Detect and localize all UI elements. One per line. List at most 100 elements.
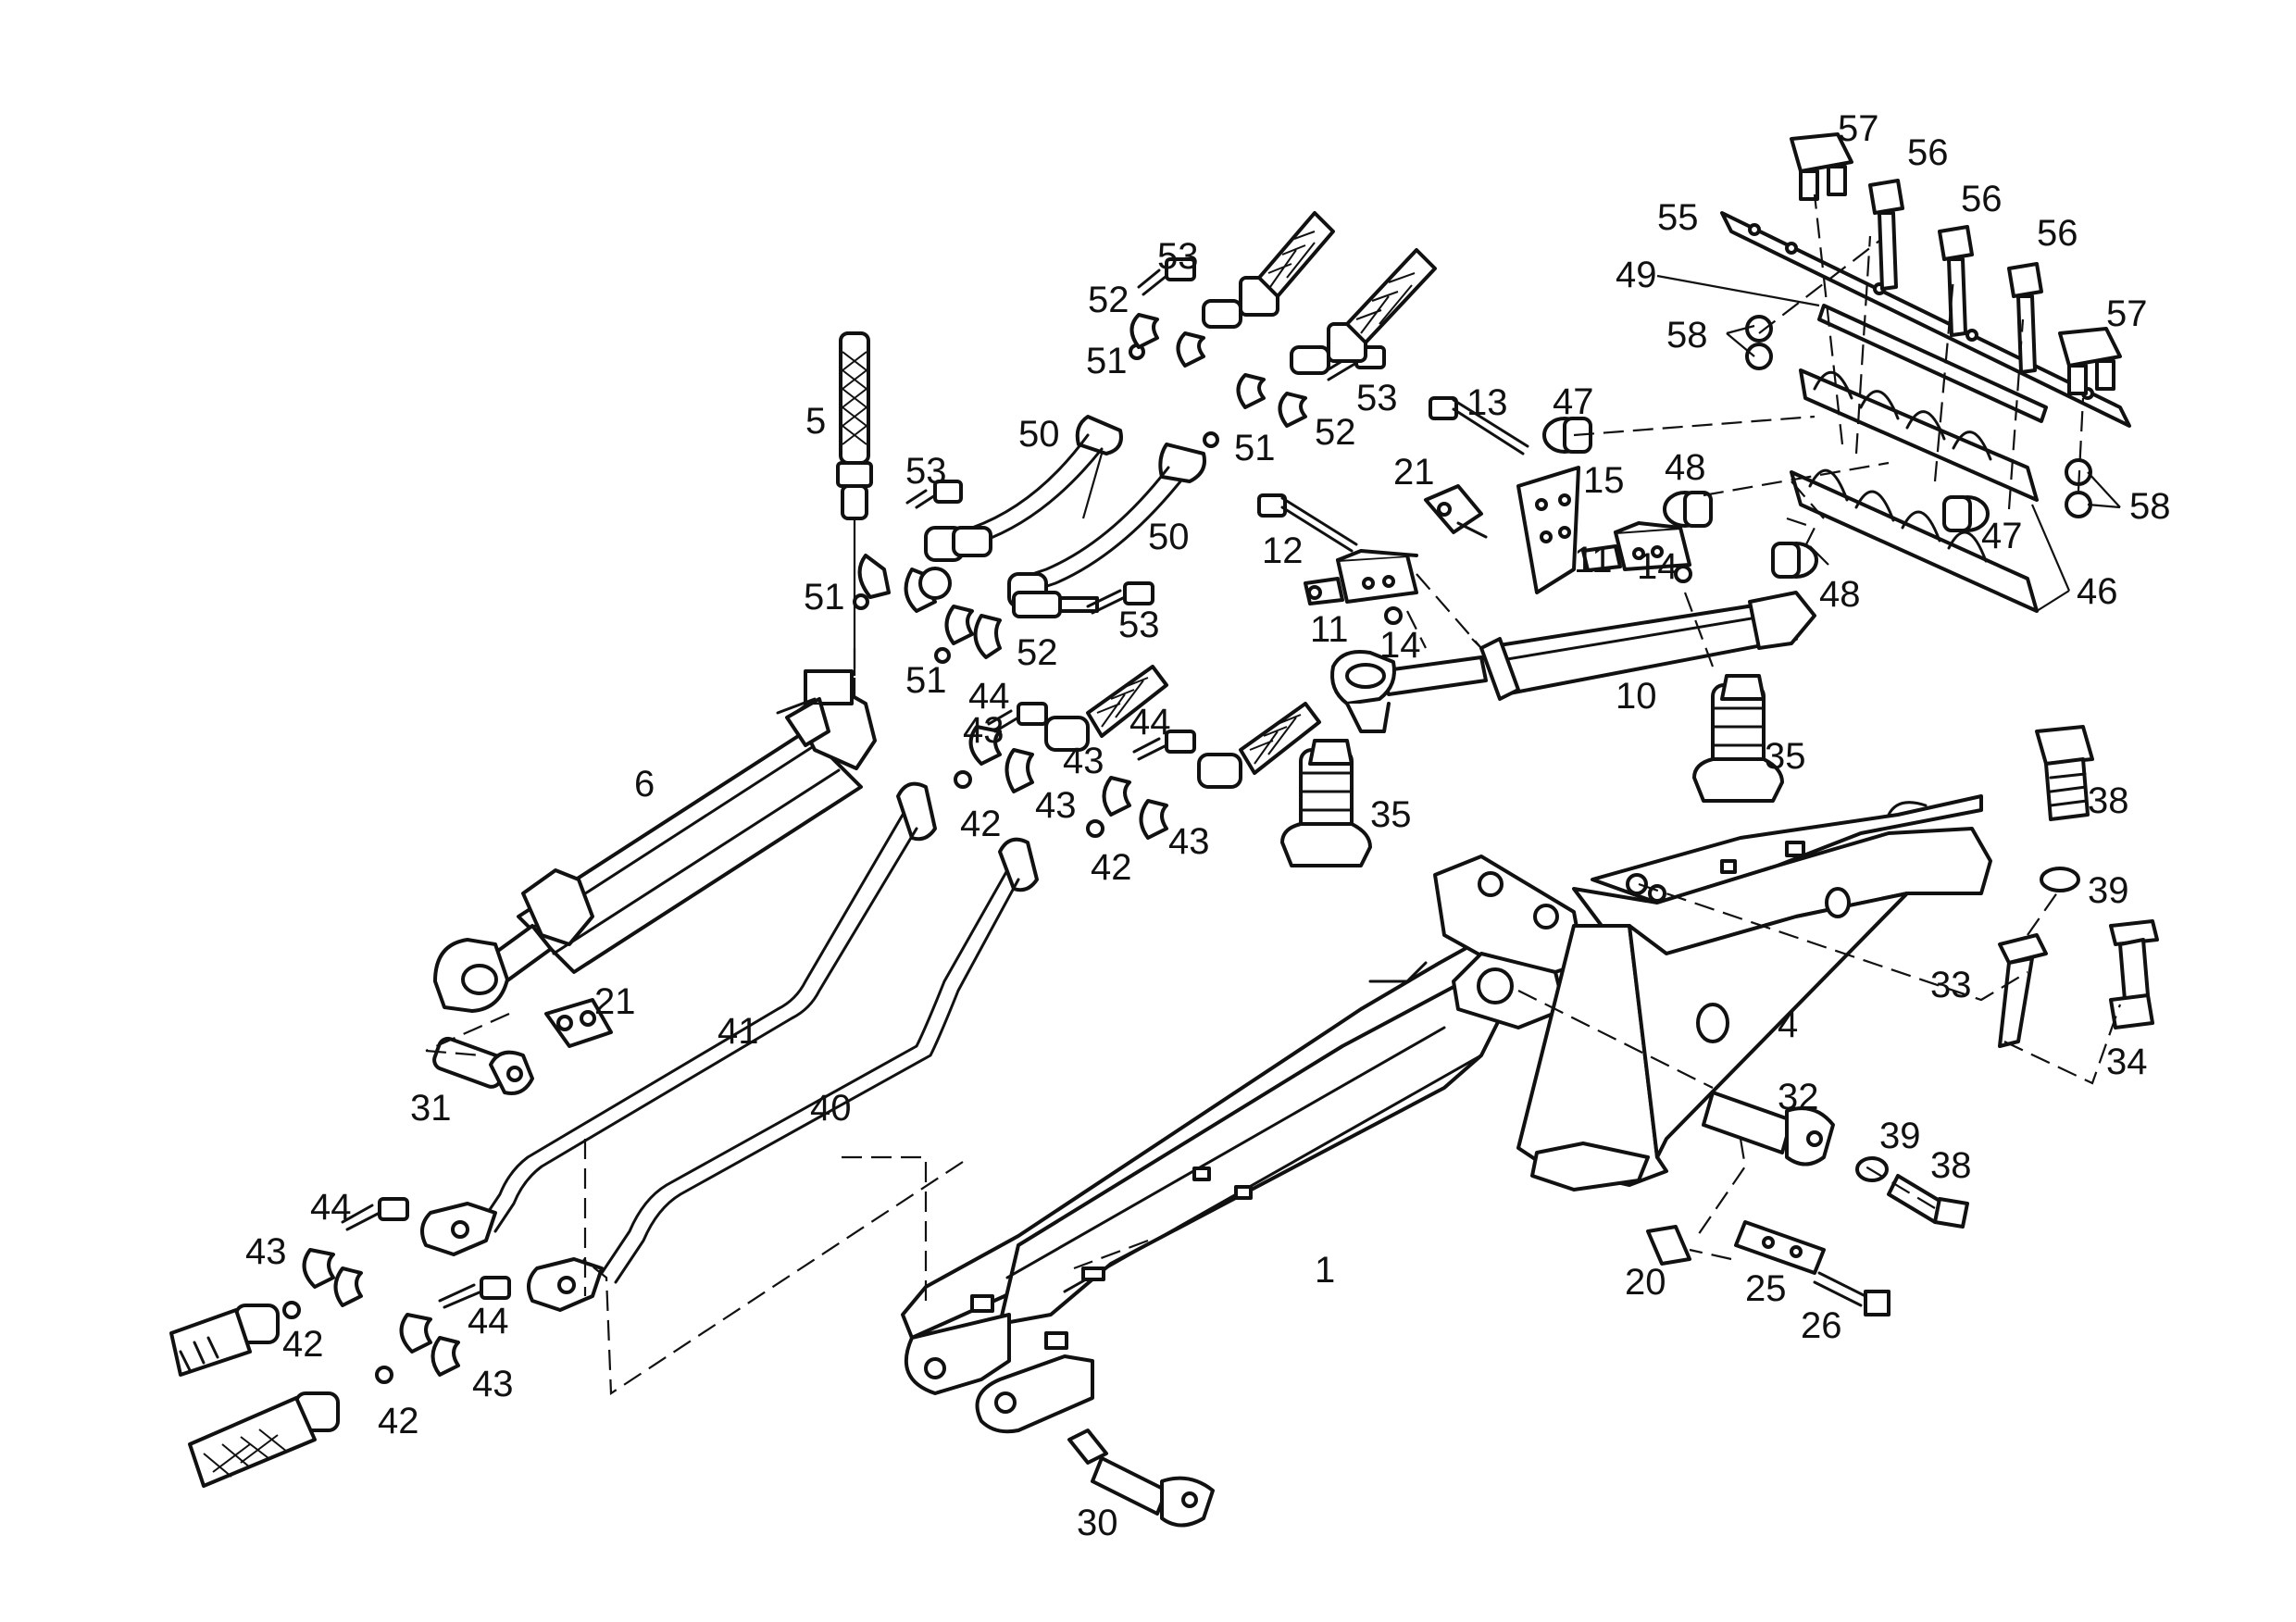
part-label-6: 6 bbox=[634, 764, 655, 805]
part-label-32: 32 bbox=[1778, 1077, 1819, 1117]
bracket-frame bbox=[1516, 794, 1992, 1192]
pin-32 bbox=[1702, 1091, 1835, 1167]
part-label-47: 47 bbox=[1981, 516, 2023, 556]
part-label-42: 42 bbox=[960, 804, 1002, 844]
part-label-55: 55 bbox=[1657, 197, 1699, 238]
part-label-38: 38 bbox=[1930, 1145, 1972, 1186]
part-label-11: 11 bbox=[1310, 609, 1349, 650]
bushings-47-48 bbox=[1542, 417, 1990, 579]
part-label-51: 51 bbox=[804, 577, 845, 618]
part-label-53: 53 bbox=[905, 451, 947, 492]
fittings-middle bbox=[954, 665, 1321, 840]
bracket-15 bbox=[1516, 466, 1580, 594]
part-label-53: 53 bbox=[1356, 378, 1398, 418]
hydraulic-line-41 bbox=[420, 781, 937, 1256]
part-label-41: 41 bbox=[718, 1011, 759, 1052]
part-label-39: 39 bbox=[2088, 870, 2129, 911]
part-label-20: 20 bbox=[1625, 1262, 1666, 1303]
part-label-56: 56 bbox=[1961, 179, 2003, 219]
part-label-48: 48 bbox=[1819, 574, 1861, 615]
part-label-21: 21 bbox=[594, 981, 636, 1022]
part-label-56: 56 bbox=[1907, 132, 1949, 173]
hose-ends-top bbox=[1129, 211, 1437, 428]
hydraulic-cylinder-10 bbox=[1330, 591, 1816, 733]
part-label-58: 58 bbox=[1666, 315, 1708, 356]
part-label-35: 35 bbox=[1370, 794, 1412, 835]
part-label-11: 11 bbox=[1574, 540, 1613, 580]
part-label-56: 56 bbox=[2037, 213, 2078, 254]
part-number-labels: 5756565655495758584647474848131521111114… bbox=[245, 108, 2171, 1543]
part-label-43: 43 bbox=[1063, 741, 1104, 781]
hoses-50 bbox=[924, 415, 1206, 608]
part-label-52: 52 bbox=[1088, 280, 1129, 320]
part-label-40: 40 bbox=[810, 1088, 852, 1129]
part-label-51: 51 bbox=[1234, 428, 1276, 468]
part-label-10: 10 bbox=[1616, 676, 1657, 717]
valve-blocks-11 bbox=[1304, 521, 1691, 605]
fittings-upper-left bbox=[853, 343, 1219, 664]
part-label-34: 34 bbox=[2106, 1042, 2148, 1082]
pin-33 bbox=[1998, 933, 2048, 1048]
part-label-31: 31 bbox=[410, 1088, 452, 1129]
part-label-43: 43 bbox=[1035, 785, 1077, 826]
part-label-14: 14 bbox=[1379, 625, 1421, 666]
part-label-48: 48 bbox=[1665, 447, 1706, 488]
part-label-43: 43 bbox=[963, 710, 1004, 751]
part-label-30: 30 bbox=[1077, 1503, 1118, 1543]
part-label-15: 15 bbox=[1583, 460, 1625, 501]
boom-arm bbox=[901, 855, 1585, 1434]
part-label-13: 13 bbox=[1466, 382, 1508, 423]
clamp-21-upper bbox=[1424, 484, 1488, 539]
pin-30 bbox=[1067, 1429, 1215, 1528]
assembly-lines bbox=[425, 193, 2122, 1395]
bolts-12-13 bbox=[1257, 396, 1529, 553]
part-label-44: 44 bbox=[310, 1187, 352, 1228]
hose-5 bbox=[836, 331, 873, 676]
bushing-35-left bbox=[1280, 739, 1372, 867]
part-label-14: 14 bbox=[1637, 546, 1678, 587]
bolt-34 bbox=[2109, 919, 2159, 1029]
hydraulic-cylinder-6 bbox=[433, 669, 877, 1013]
fittings-lower-left bbox=[169, 1197, 511, 1488]
part-label-49: 49 bbox=[1616, 255, 1657, 295]
part-label-42: 42 bbox=[282, 1324, 324, 1365]
part-label-43: 43 bbox=[472, 1364, 514, 1404]
part-label-53: 53 bbox=[1118, 605, 1160, 645]
part-label-44: 44 bbox=[968, 676, 1010, 717]
part-label-51: 51 bbox=[905, 660, 947, 701]
part-label-47: 47 bbox=[1553, 381, 1594, 422]
part-label-33: 33 bbox=[1930, 965, 1972, 1005]
bolts-53 bbox=[905, 257, 1386, 615]
part-label-58: 58 bbox=[2129, 486, 2171, 527]
parts-20-25-26 bbox=[1646, 1220, 1890, 1316]
bolt-38-top bbox=[2035, 725, 2094, 821]
part-label-12: 12 bbox=[1262, 530, 1304, 571]
pin-31 bbox=[432, 1036, 534, 1095]
strip-49 bbox=[1817, 304, 2048, 423]
part-label-42: 42 bbox=[1091, 847, 1132, 888]
part-label-21: 21 bbox=[1393, 452, 1435, 493]
part-label-25: 25 bbox=[1745, 1268, 1787, 1309]
part-label-50: 50 bbox=[1018, 414, 1060, 455]
part-label-38: 38 bbox=[2088, 780, 2129, 821]
leader-lines bbox=[1081, 274, 2121, 612]
washer-39-top bbox=[2040, 867, 2080, 892]
part-label-57: 57 bbox=[1838, 108, 1879, 149]
bolt-38-bottom bbox=[1887, 1174, 1969, 1229]
part-label-43: 43 bbox=[245, 1231, 287, 1272]
part-label-26: 26 bbox=[1801, 1305, 1842, 1346]
part-label-35: 35 bbox=[1765, 736, 1806, 777]
part-label-50: 50 bbox=[1148, 517, 1190, 557]
part-label-57: 57 bbox=[2106, 293, 2148, 334]
part-label-53: 53 bbox=[1157, 236, 1199, 277]
part-label-46: 46 bbox=[2077, 571, 2118, 612]
hydraulic-line-40 bbox=[527, 837, 1039, 1312]
part-label-44: 44 bbox=[468, 1301, 509, 1341]
part-label-42: 42 bbox=[378, 1401, 419, 1441]
part-label-4: 4 bbox=[1778, 1004, 1798, 1045]
part-label-5: 5 bbox=[805, 401, 826, 442]
part-label-51: 51 bbox=[1086, 341, 1128, 381]
part-label-52: 52 bbox=[1315, 412, 1356, 453]
clamp-blocks-57 bbox=[1790, 132, 2122, 395]
